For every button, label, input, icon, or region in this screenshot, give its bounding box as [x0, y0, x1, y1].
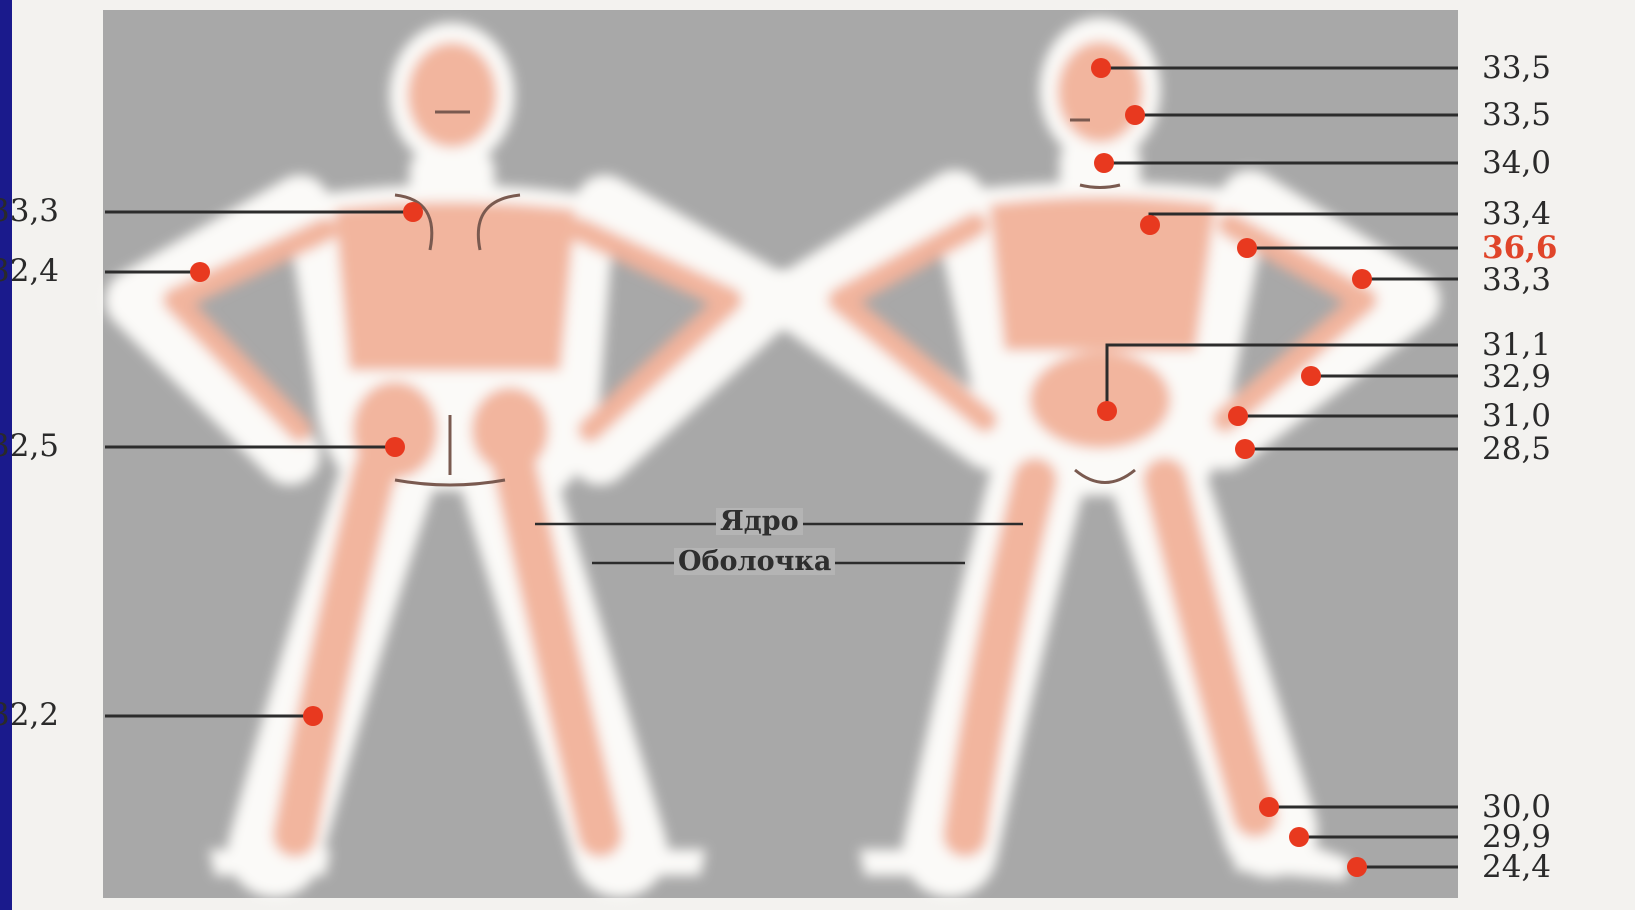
label-hand: 31,0	[1482, 401, 1551, 432]
point-forearm	[1352, 269, 1372, 289]
label-forearm: 33,3	[1482, 265, 1551, 296]
label-chest: 33,4	[1482, 199, 1551, 230]
point-toe	[1347, 857, 1367, 877]
point-back-shoulder	[403, 202, 423, 222]
point-armpit	[1237, 238, 1257, 258]
point-back-elbow	[190, 262, 210, 282]
point-abdomen	[1097, 401, 1117, 421]
core-label: Ядро	[716, 508, 803, 535]
label-back-shoulder: 33,3	[0, 196, 59, 227]
point-foot	[1289, 827, 1309, 847]
label-abdomen: 31,1	[1482, 330, 1551, 361]
label-armpit-highlight: 36,6	[1482, 233, 1558, 264]
label-neck: 34,0	[1482, 148, 1551, 179]
label-back-calf: 32,2	[0, 700, 59, 731]
label-wrist: 32,9	[1482, 362, 1551, 393]
point-forehead	[1091, 58, 1111, 78]
point-fingers	[1235, 439, 1255, 459]
back-figure	[135, 23, 770, 875]
label-back-buttock: 32,5	[0, 431, 59, 462]
point-hand	[1228, 406, 1248, 426]
label-forehead: 33,5	[1482, 53, 1551, 84]
point-back-calf	[303, 706, 323, 726]
point-ankle	[1259, 797, 1279, 817]
label-toe: 24,4	[1482, 852, 1551, 883]
point-chest	[1140, 215, 1160, 235]
point-cheek	[1125, 105, 1145, 125]
label-back-elbow: 32,4	[0, 256, 59, 287]
point-back-buttock	[385, 437, 405, 457]
point-wrist	[1301, 366, 1321, 386]
label-cheek: 33,5	[1482, 100, 1551, 131]
shell-label: Оболочка	[674, 548, 835, 575]
label-fingers: 28,5	[1482, 434, 1551, 465]
point-neck	[1094, 153, 1114, 173]
